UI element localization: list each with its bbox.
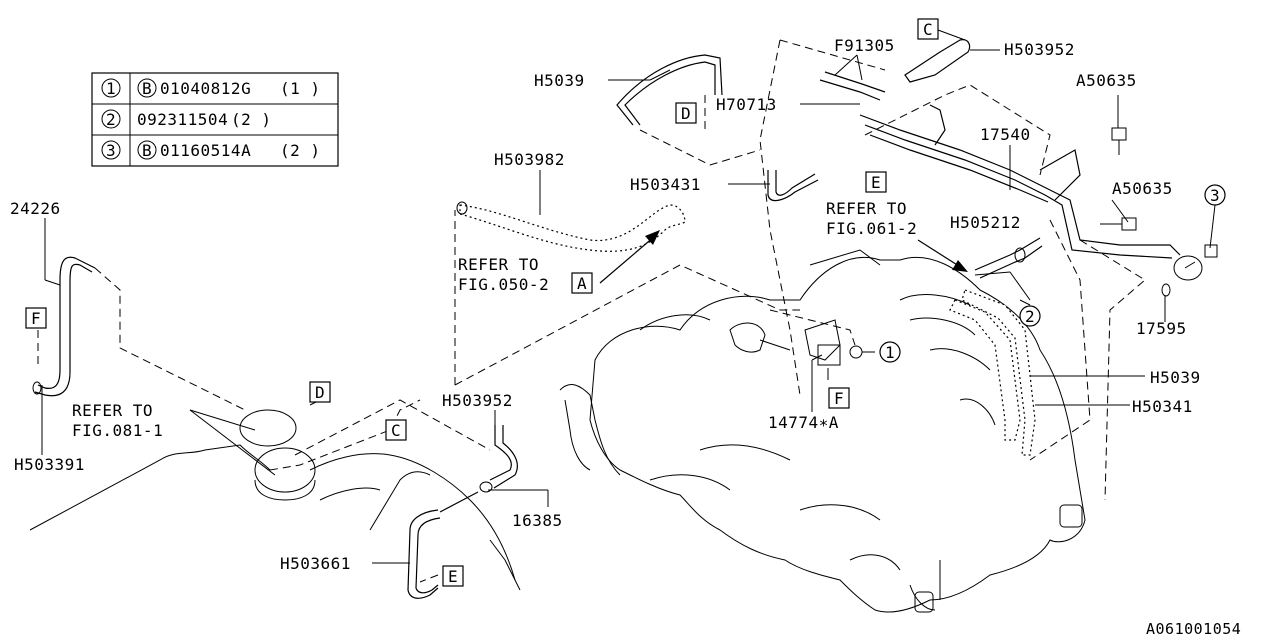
marker-e-bottom: E <box>448 567 458 586</box>
dashed-leaders <box>37 39 1146 583</box>
legend-row-1-part: 01040812G <box>160 79 251 98</box>
label-h5039-right: H5039 <box>1150 368 1201 387</box>
canister-illustration <box>29 409 521 591</box>
engine-block-illustration <box>559 249 1086 613</box>
ref-fig050-line2: FIG.050-2 <box>458 275 549 294</box>
label-h503431: H503431 <box>630 175 701 194</box>
leader-lines <box>41 29 1216 564</box>
legend-row-1-qty: (1 ) <box>280 79 321 98</box>
hoses <box>32 39 1218 599</box>
legend-table: 1 B 01040812G (1 ) 2 092311504 (2 ) 3 B … <box>91 72 339 167</box>
reference-arrows <box>599 230 968 284</box>
marker-e-top: E <box>871 173 881 192</box>
label-17595: 17595 <box>1136 319 1187 338</box>
label-16385: 16385 <box>512 511 563 530</box>
label-a50635-mid: A50635 <box>1112 179 1173 198</box>
marker-box-c-top <box>917 18 939 40</box>
ref-fig081-line1: REFER TO <box>72 401 153 420</box>
label-h503952-top: H503952 <box>1004 40 1075 59</box>
circle-marker-2: 2 <box>1025 307 1035 326</box>
legend-row-3-qty: (2 ) <box>280 141 321 160</box>
marker-c-top: C <box>923 20 933 39</box>
circle-marker-3: 3 <box>1210 186 1220 205</box>
letter-markers: A C C D D E E F F <box>25 18 939 587</box>
ref-fig061-line2: FIG.061-2 <box>826 219 917 238</box>
label-h5039-top: H5039 <box>534 71 585 90</box>
marker-box-f-center <box>828 387 850 409</box>
ref-fig050-line1: REFER TO <box>458 255 539 274</box>
legend-row-1-prefix: B <box>142 79 152 98</box>
drawing-code: A061001054 <box>1146 620 1241 638</box>
marker-box-d-top <box>675 102 697 124</box>
label-14774a: 14774∗A <box>768 413 839 432</box>
label-24226: 24226 <box>10 199 61 218</box>
legend-row-3-num: 3 <box>106 141 116 160</box>
part-labels: 24226 H503391 H5039 H503982 H503431 F913… <box>10 36 1201 573</box>
reference-notes: REFER TO FIG.050-2 REFER TO FIG.061-2 RE… <box>72 199 917 440</box>
legend-row-3-part: 01160514A <box>160 141 251 160</box>
ref-fig061-line1: REFER TO <box>826 199 907 218</box>
marker-a: A <box>577 274 587 293</box>
marker-d-top: D <box>681 104 691 123</box>
marker-f-center: F <box>834 389 844 408</box>
label-h503661: H503661 <box>280 554 351 573</box>
label-f91305: F91305 <box>834 36 895 55</box>
ref-fig081-line2: FIG.081-1 <box>72 421 163 440</box>
marker-c-bottom: C <box>391 421 401 440</box>
marker-box-e-bottom <box>442 565 464 587</box>
label-h503391: H503391 <box>14 455 85 474</box>
label-h505212: H505212 <box>950 213 1021 232</box>
marker-box-f-left <box>25 307 47 329</box>
marker-box-e-top <box>865 171 887 193</box>
marker-f-left: F <box>31 309 41 328</box>
circled-markers: 1 2 3 <box>879 184 1226 363</box>
label-h70713: H70713 <box>716 95 777 114</box>
circle-marker-1: 1 <box>885 343 895 362</box>
label-h50341: H50341 <box>1132 397 1193 416</box>
marker-box-c-bottom <box>385 419 407 441</box>
label-h503952-bottom: H503952 <box>442 391 513 410</box>
legend-row-3-prefix: B <box>142 141 152 160</box>
legend-row-2-qty: (2 ) <box>231 110 272 129</box>
marker-box-d-bottom <box>309 381 331 403</box>
label-a50635-top: A50635 <box>1076 71 1137 90</box>
label-17540: 17540 <box>980 125 1031 144</box>
legend-row-1-num: 1 <box>106 79 116 98</box>
marker-box-a <box>571 272 593 294</box>
legend-row-2-part: 092311504 <box>137 110 228 129</box>
label-h503982: H503982 <box>494 150 565 169</box>
marker-d-bottom: D <box>315 383 325 402</box>
legend-row-2-num: 2 <box>106 110 116 129</box>
